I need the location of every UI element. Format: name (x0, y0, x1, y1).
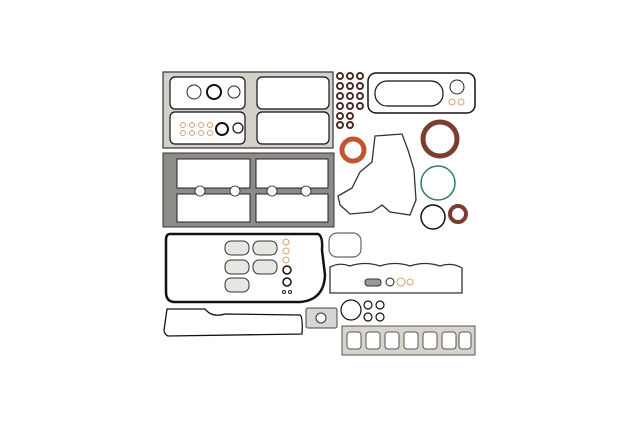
timing-cover-gasket (337, 133, 417, 216)
o-ring-group (340, 299, 385, 322)
o-ring-green (420, 165, 456, 201)
seal-small-brown (448, 204, 468, 224)
small-rings (282, 238, 292, 294)
cylinder-head-gasket (162, 152, 335, 228)
oil-sump-gasket (164, 232, 327, 304)
crankshaft-seal-red (339, 136, 367, 164)
o-ring-black (420, 204, 446, 230)
valve-stem-seals (336, 72, 364, 129)
oil-pan-gasket (367, 72, 476, 114)
cover-gasket-bottom (163, 308, 303, 337)
exhaust-manifold-gasket (341, 325, 476, 356)
exhaust-port-gaskets (224, 240, 278, 293)
intake-manifold-gasket (329, 262, 463, 294)
turbo-gasket (328, 232, 362, 258)
valve-cover-gasket (162, 71, 334, 149)
crankshaft-seal-large (420, 119, 460, 159)
egr-plate-hole (315, 312, 327, 324)
